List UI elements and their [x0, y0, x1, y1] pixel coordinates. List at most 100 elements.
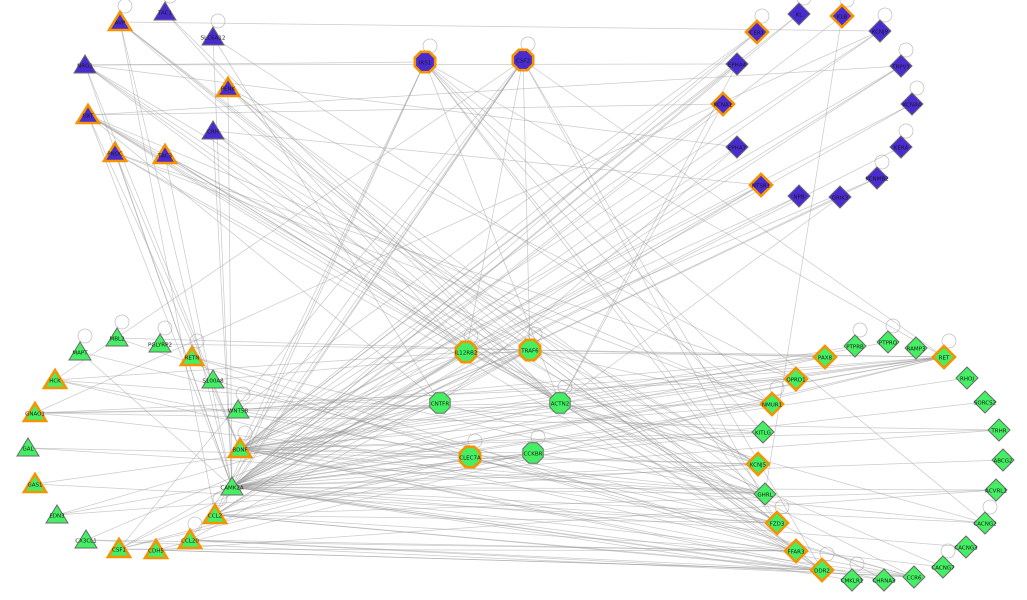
node-ABCG2[interactable] — [991, 448, 1015, 472]
node-CSF1[interactable] — [105, 536, 133, 559]
node-CNTFR[interactable] — [429, 392, 451, 414]
node-NMUR1[interactable] — [759, 391, 785, 417]
edge-NPB-BDNF — [239, 195, 800, 450]
node-PTPRB[interactable] — [843, 334, 867, 358]
node-SLC6A12[interactable] — [201, 26, 225, 46]
edge-KCNMB2-CAMK2A — [231, 177, 878, 488]
node-TRHR[interactable] — [987, 418, 1011, 442]
node-HCK[interactable] — [41, 367, 69, 390]
edge-EDN3-KCNJ5 — [56, 463, 759, 516]
edge-CER1-BDNF — [239, 31, 758, 450]
node-KCNJ5[interactable] — [745, 451, 771, 477]
node-PAX8[interactable] — [812, 344, 838, 370]
edge-GNAO1-OPRD1 — [34, 378, 797, 414]
node-KCNJ9[interactable] — [868, 19, 892, 43]
node-TAC3[interactable] — [151, 142, 179, 165]
edge-BDNF-CHRNA3 — [239, 448, 885, 581]
node-ACTN2[interactable] — [549, 392, 571, 414]
edge-CCL2-DDR2 — [214, 514, 823, 571]
node-PGLYRP2[interactable] — [148, 333, 172, 353]
edge-NTSR1-BDNF — [239, 184, 762, 450]
node-CCL2[interactable] — [201, 502, 229, 525]
node-OXT[interactable] — [74, 102, 102, 125]
node-EDN3[interactable] — [45, 504, 69, 524]
edge-CX3CL1-CCR6 — [85, 539, 915, 578]
node-IRS1[interactable] — [413, 50, 437, 74]
node-KERA[interactable] — [889, 135, 913, 159]
node-IL12RB2[interactable] — [454, 340, 478, 364]
node-MAPT[interactable] — [68, 341, 92, 361]
node-CSF2[interactable] — [511, 48, 535, 72]
node-S100A8[interactable] — [201, 369, 225, 389]
edge-NRG1-IL12RB2 — [84, 64, 467, 353]
node-DDR2[interactable] — [809, 557, 835, 583]
edge-TAC1-IL12RB2 — [164, 11, 467, 353]
node-KCNA1[interactable] — [710, 91, 736, 117]
node-CACNG2[interactable] — [973, 511, 997, 535]
node-CLEC7A[interactable] — [458, 445, 482, 469]
node-CCKBR[interactable] — [522, 442, 544, 464]
edge-IRS1-CACNG2 — [424, 61, 986, 524]
node-SORCS2[interactable] — [973, 390, 997, 414]
node-CMKLR1[interactable] — [840, 568, 864, 592]
node-CACNG3[interactable] — [954, 535, 978, 559]
self-loop-PTPRB — [852, 322, 868, 338]
node-CCL20[interactable] — [176, 527, 204, 550]
edge-TRAF6-RET — [529, 349, 945, 358]
node-FFAR3[interactable] — [783, 538, 809, 564]
node-CCR6[interactable] — [902, 565, 926, 589]
edge-AVP-DDR2 — [119, 21, 823, 571]
node-ACVRL1[interactable] — [984, 478, 1008, 502]
node-KCNA4[interactable] — [900, 92, 924, 116]
node-RETN[interactable] — [178, 344, 206, 367]
node-FZD3[interactable] — [764, 510, 790, 536]
node-PTPRO[interactable] — [876, 330, 900, 354]
node-NPB[interactable] — [787, 184, 811, 208]
node-KL[interactable] — [787, 2, 811, 26]
node-WNT5B[interactable] — [226, 399, 250, 419]
node-CAMK2A[interactable] — [220, 476, 244, 496]
node-CX3CL1[interactable] — [74, 529, 98, 549]
node-KLB[interactable] — [829, 3, 855, 29]
node-AVP[interactable] — [106, 9, 134, 32]
node-TAC1[interactable] — [153, 1, 177, 21]
edge-KLB-CAMK2A — [231, 15, 843, 488]
node-GRIK3[interactable] — [828, 185, 852, 209]
node-RHOJ[interactable] — [955, 366, 979, 390]
node-KCNMB2[interactable] — [865, 166, 889, 190]
self-loop-KCNA4 — [909, 80, 925, 96]
edge-BDNF-KCNJ5 — [239, 448, 759, 465]
node-TRPV1[interactable] — [889, 54, 913, 78]
edge-TAC3-FFAR3 — [164, 154, 797, 552]
edge-CCKBR-BDNF — [239, 448, 534, 454]
node-CER1[interactable] — [744, 19, 770, 45]
node-GNAO1[interactable] — [21, 400, 49, 423]
node-NTSR1[interactable] — [748, 172, 774, 198]
node-GAL[interactable] — [16, 437, 40, 457]
node-CDH5[interactable] — [142, 537, 170, 560]
node-EPHA4[interactable] — [725, 52, 749, 76]
node-MBL2[interactable] — [105, 327, 129, 347]
node-CRH[interactable] — [201, 120, 225, 140]
node-EPHA7[interactable] — [725, 135, 749, 159]
node-CHRNA3[interactable] — [872, 568, 896, 592]
node-NRG1[interactable] — [73, 54, 97, 74]
edge-CNTFR-RET — [439, 356, 945, 404]
node-TRAF6[interactable] — [518, 338, 542, 362]
edge-NRG1-KCNJ5 — [84, 64, 759, 465]
node-OPRD1[interactable] — [783, 366, 809, 392]
edge-KL-BDNF — [239, 13, 800, 450]
node-RET[interactable] — [931, 344, 957, 370]
node-BDNF[interactable] — [226, 436, 254, 459]
node-KITLG[interactable] — [751, 420, 775, 444]
node-CACNG7[interactable] — [931, 555, 955, 579]
node-GHRL[interactable] — [753, 482, 777, 506]
edge-BDNF-NMUR1 — [239, 403, 773, 450]
node-RAMP3[interactable] — [904, 336, 928, 360]
node-GAS1[interactable] — [21, 471, 49, 494]
node-PENK[interactable] — [214, 75, 242, 98]
node-PNOC[interactable] — [101, 140, 129, 163]
self-loop-MAPT — [77, 328, 93, 344]
